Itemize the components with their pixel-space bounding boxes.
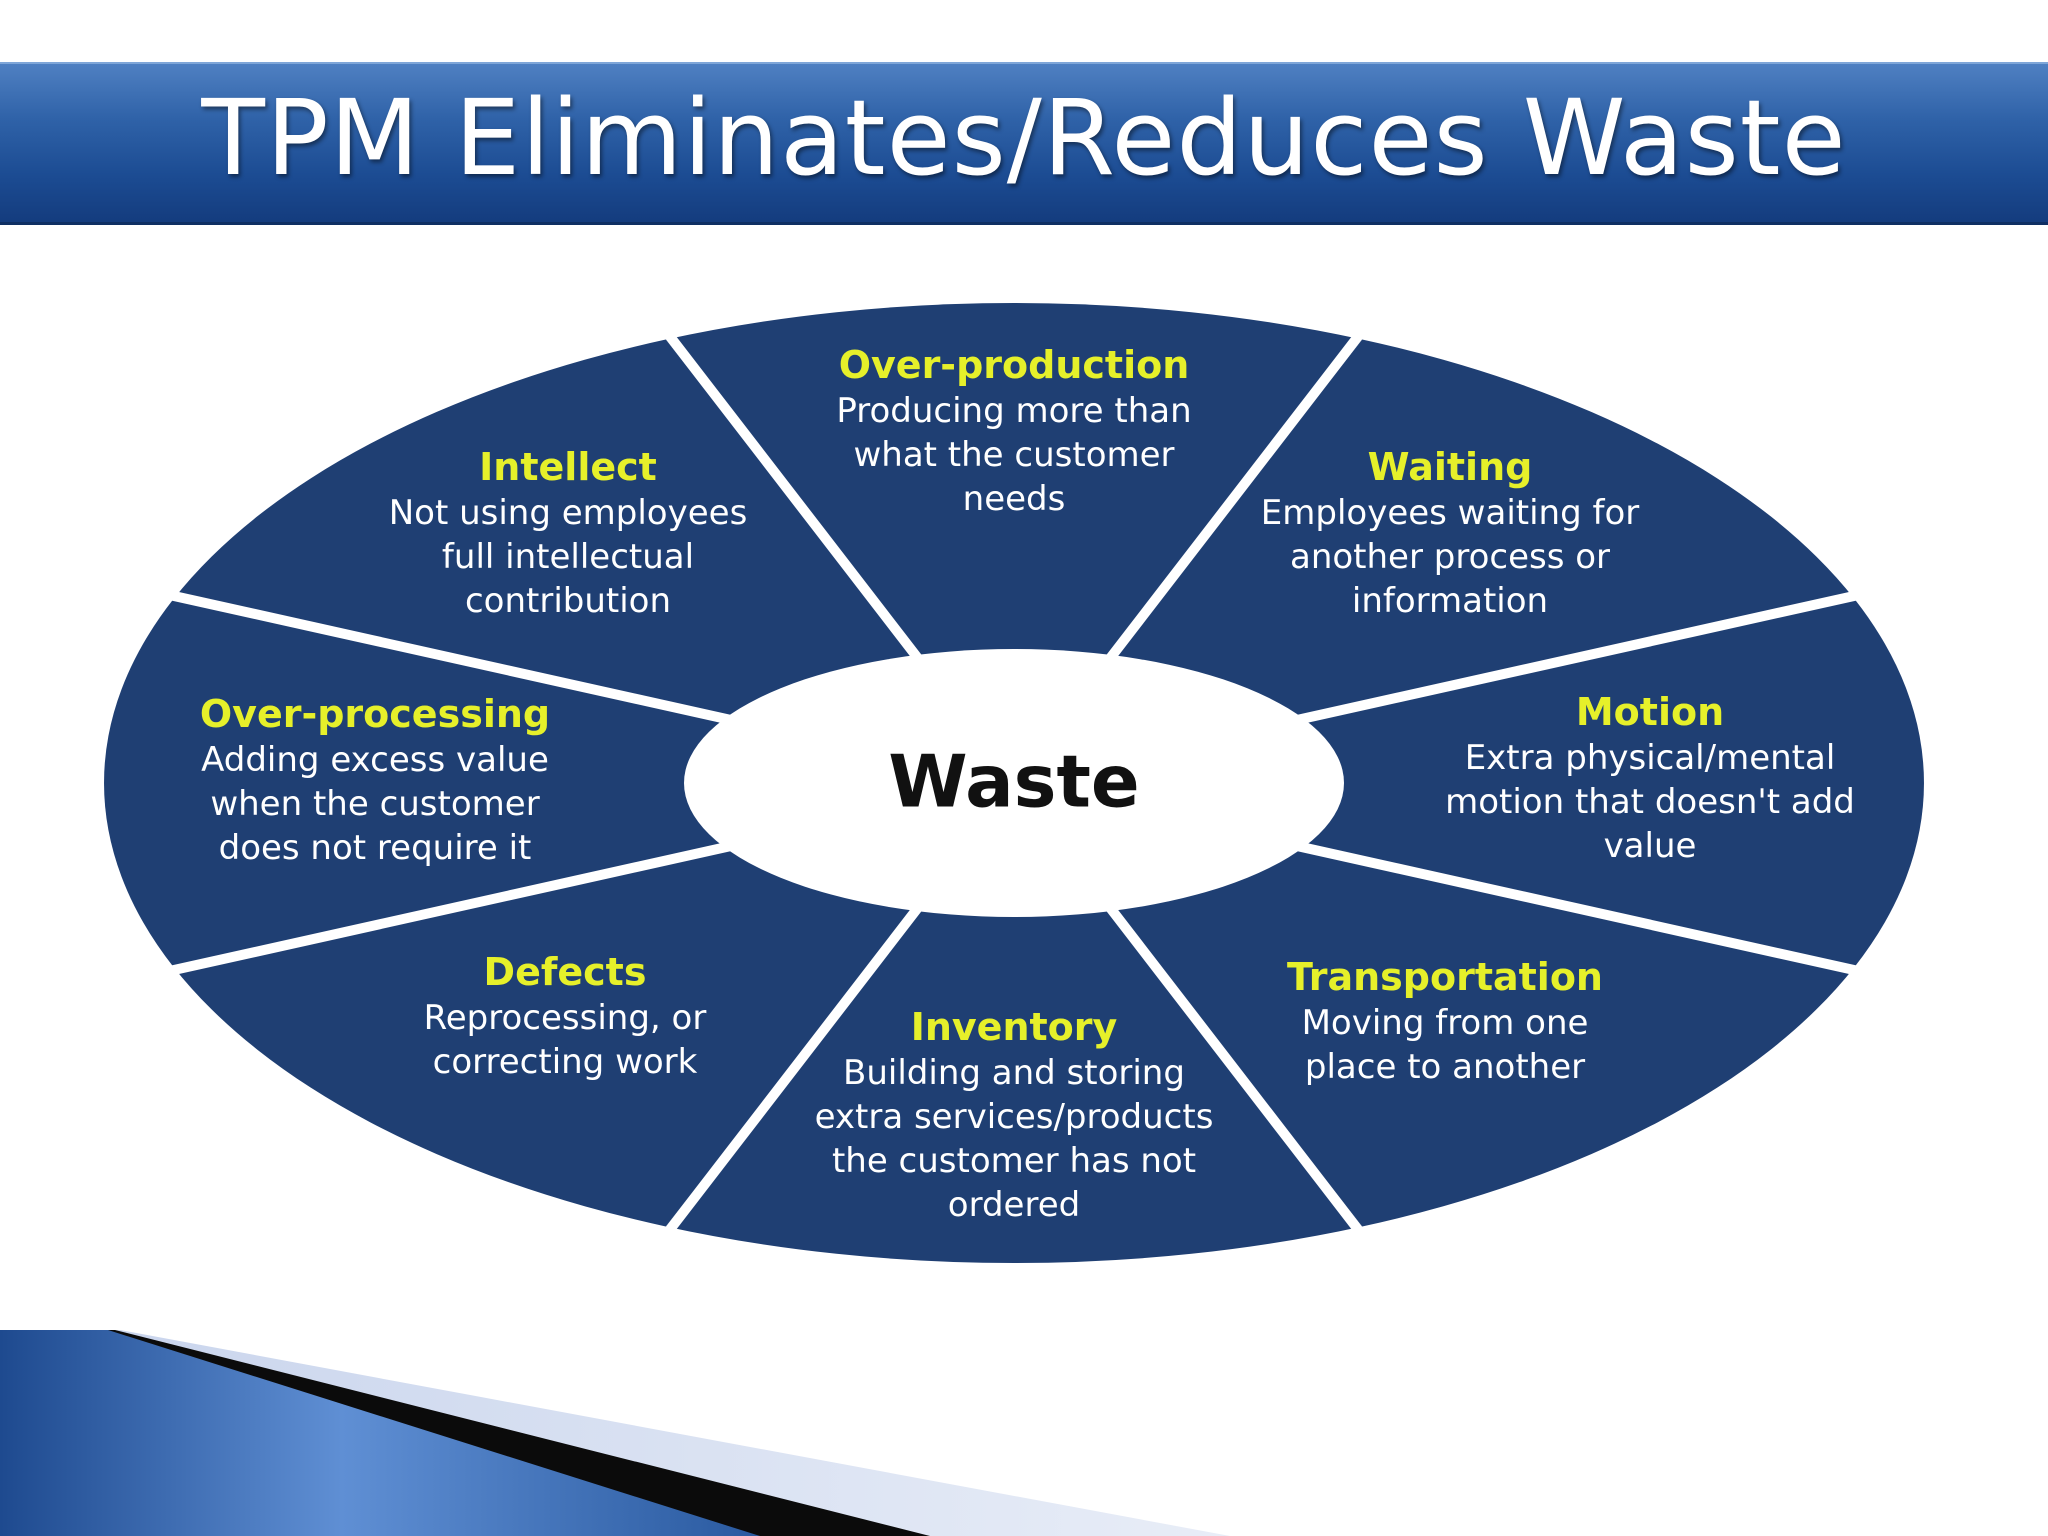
segment-intellect xyxy=(173,339,1015,783)
center-hub-label: Waste xyxy=(888,740,1140,824)
segment-description-line: correcting work xyxy=(433,1042,698,1082)
segment-description-line: extra services/products xyxy=(815,1097,1214,1137)
segment-description-line: Extra physical/mental xyxy=(1465,738,1836,778)
segment-description-line: Adding excess value xyxy=(201,740,549,780)
segment-description-line: Reprocessing, or xyxy=(424,998,707,1038)
segment-description-line: what the customer xyxy=(853,435,1174,475)
segment-description-line: Employees waiting for xyxy=(1261,493,1639,533)
title-bar: TPM Eliminates/Reduces Waste xyxy=(0,62,2048,225)
segment-description-line: another process or xyxy=(1290,537,1610,577)
segment-description-line: the customer has not xyxy=(832,1141,1196,1181)
segment-description-line: ordered xyxy=(948,1185,1080,1225)
segment-waiting xyxy=(1014,339,1855,783)
segment-over-processing xyxy=(104,599,1014,967)
segment-title: Defects xyxy=(484,950,647,994)
decoration-blue-band xyxy=(0,1330,760,1536)
segment-description-line: when the customer xyxy=(210,784,539,824)
segment-title: Over-processing xyxy=(200,692,550,736)
segment-description-line: contribution xyxy=(465,581,671,621)
center-hub xyxy=(684,649,1344,917)
segment-description-line: value xyxy=(1604,826,1697,866)
segment-description-line: place to another xyxy=(1305,1047,1585,1087)
segment-title: Transportation xyxy=(1287,955,1603,999)
segment-transportation xyxy=(1014,783,1855,1227)
segment-description-line: Not using employees xyxy=(389,493,748,533)
segment-title: Over-production xyxy=(839,343,1190,387)
segment-description-line: does not require it xyxy=(219,828,532,868)
segment-title: Inventory xyxy=(911,1005,1118,1049)
segment-title: Intellect xyxy=(479,445,657,489)
segment-description-line: Moving from one xyxy=(1302,1003,1589,1043)
segment-description-line: Building and storing xyxy=(843,1053,1185,1093)
segment-description-line: needs xyxy=(963,479,1066,519)
segment-over-production xyxy=(665,302,1363,783)
segment-description-line: information xyxy=(1352,581,1548,621)
segment-description-line: Producing more than xyxy=(836,391,1191,431)
segment-title: Waiting xyxy=(1368,445,1533,489)
segment-inventory xyxy=(665,783,1363,1264)
segment-title: Motion xyxy=(1576,690,1724,734)
segment-description-line: full intellectual xyxy=(442,537,694,577)
segment-motion xyxy=(1014,599,1924,967)
slide-title: TPM Eliminates/Reduces Waste xyxy=(201,77,1847,199)
segment-description-line: motion that doesn't add xyxy=(1445,782,1855,822)
segment-defects xyxy=(173,783,1015,1227)
